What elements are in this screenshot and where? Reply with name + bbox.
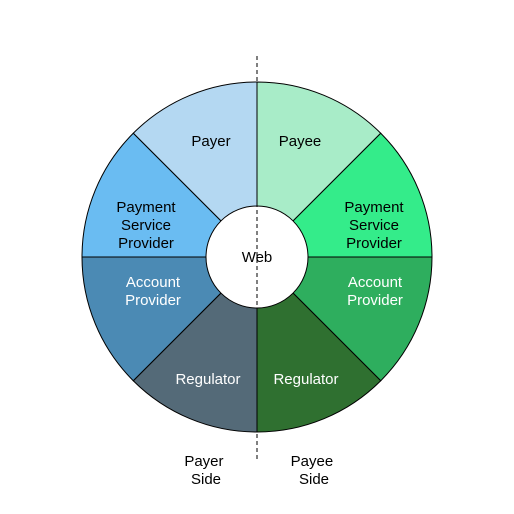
web-label: Web — [242, 249, 273, 266]
payee-side-line-1: Payee — [291, 453, 334, 470]
label-payee-reg-line-1: Regulator — [273, 371, 338, 388]
wedge-payer — [132, 81, 258, 259]
wedge-payee-account — [255, 256, 433, 382]
label-payee-psp-line-1: Payment — [344, 199, 404, 216]
label-payer-reg-line-1: Regulator — [175, 371, 240, 388]
wedge-payer-account — [81, 256, 259, 382]
label-payee-psp-line-2: Service — [349, 217, 399, 234]
label-payer-psp-line-3: Provider — [118, 235, 174, 252]
label-payer: Payer — [191, 133, 230, 150]
wedge-payee — [256, 81, 382, 259]
payer-side-line-2: Side — [191, 471, 221, 488]
wedge-payee-psp — [255, 132, 433, 258]
label-payer-account-line-2: Provider — [125, 292, 181, 309]
wedge-group — [81, 81, 433, 433]
label-payer-account-line-1: Account — [126, 274, 181, 291]
label-payee-line-1: Payee — [279, 133, 322, 150]
wedge-payer-reg — [132, 255, 258, 433]
payer-side-label: Payer Side — [184, 453, 227, 488]
payee-side-label: Payee Side — [291, 453, 338, 488]
label-payee-psp-line-3: Provider — [346, 235, 402, 252]
label-payer-line-1: Payer — [191, 133, 230, 150]
wedge-payer-psp — [81, 132, 259, 258]
label-payee-account-line-2: Provider — [347, 292, 403, 309]
label-payee-account-line-1: Account — [348, 274, 403, 291]
label-payer-reg: Regulator — [175, 371, 240, 388]
payer-side-line-1: Payer — [184, 453, 223, 470]
payee-side-line-2: Side — [299, 471, 329, 488]
label-payer-psp-line-1: Payment — [116, 199, 176, 216]
label-payer-psp-line-2: Service — [121, 217, 171, 234]
wedge-payee-reg — [256, 255, 382, 433]
label-payee-reg: Regulator — [273, 371, 338, 388]
label-payee: Payee — [279, 133, 322, 150]
